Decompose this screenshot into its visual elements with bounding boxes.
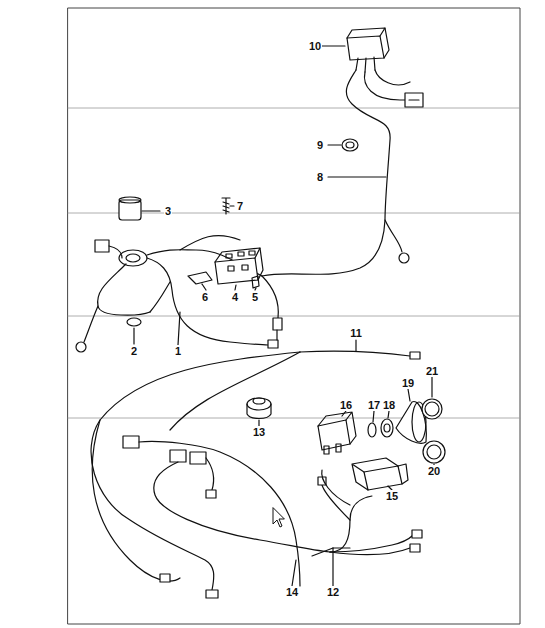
callout-number: 20 bbox=[427, 465, 441, 477]
callout-number: 5 bbox=[251, 291, 259, 303]
callout-number: 14 bbox=[285, 586, 299, 598]
callout-number: 18 bbox=[382, 399, 396, 411]
callout-number: 6 bbox=[201, 291, 209, 303]
callout-number: 4 bbox=[231, 291, 239, 303]
callout-number: 21 bbox=[425, 365, 439, 377]
callout-number: 8 bbox=[316, 171, 324, 183]
callout-number: 13 bbox=[252, 426, 266, 438]
callout-number: 15 bbox=[385, 490, 399, 502]
callout-number: 12 bbox=[326, 586, 340, 598]
callout-number: 9 bbox=[316, 139, 324, 151]
callout-number: 16 bbox=[339, 399, 353, 411]
callout-number: 10 bbox=[308, 40, 322, 52]
callout-number: 3 bbox=[164, 205, 172, 217]
callout-number: 17 bbox=[367, 399, 381, 411]
callout-number: 1 bbox=[174, 345, 182, 357]
callout-number: 11 bbox=[349, 327, 363, 339]
callout-number: 7 bbox=[236, 200, 244, 212]
callout-number: 2 bbox=[130, 345, 138, 357]
callout-number: 19 bbox=[401, 377, 415, 389]
